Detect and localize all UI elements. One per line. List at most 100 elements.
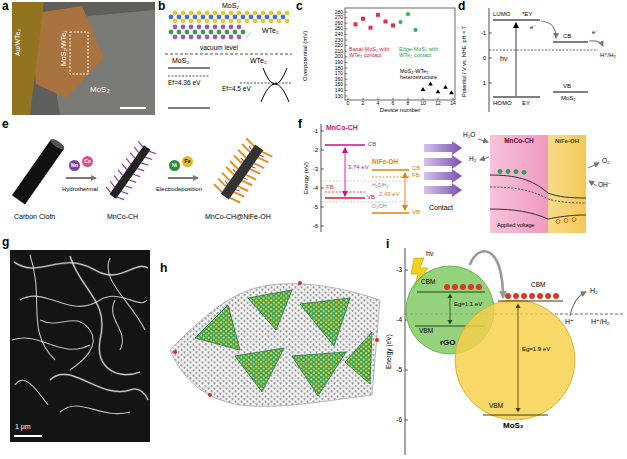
figure-line bbox=[141, 161, 148, 167]
figure-circle bbox=[537, 293, 543, 299]
tick-label: -5 bbox=[396, 367, 402, 374]
tick-label: 160 bbox=[335, 77, 343, 82]
figure-line bbox=[489, 33, 492, 34]
atom bbox=[273, 15, 278, 20]
figure-rect bbox=[221, 145, 264, 200]
node-text: VBM bbox=[489, 403, 503, 410]
figure-path bbox=[15, 380, 48, 405]
figure-line bbox=[322, 202, 409, 203]
atom bbox=[181, 11, 186, 16]
figure-circle bbox=[529, 293, 535, 299]
figure-line bbox=[588, 163, 599, 168]
photo-label: Au/WTe₂ bbox=[14, 28, 21, 55]
level-label: H⁺/H₂ bbox=[591, 318, 609, 325]
tick-label: 12 bbox=[435, 101, 441, 106]
atom bbox=[181, 19, 186, 24]
atom bbox=[269, 19, 274, 24]
node-text: Eg=1.9 eV bbox=[522, 346, 550, 352]
atom bbox=[189, 19, 194, 24]
figure-line bbox=[129, 153, 136, 159]
atom bbox=[213, 19, 218, 24]
node-text: MnCo-CH bbox=[504, 138, 534, 145]
figure-polygon bbox=[449, 90, 454, 94]
atom bbox=[249, 15, 254, 20]
tick-label: -2 bbox=[313, 147, 318, 153]
atom bbox=[221, 11, 226, 16]
tick-mark bbox=[345, 73, 348, 74]
figure-path bbox=[589, 41, 603, 46]
node-shape bbox=[548, 135, 586, 233]
tick-label: 180 bbox=[335, 66, 343, 71]
node-text: CBM bbox=[421, 279, 435, 286]
figure-line bbox=[262, 150, 272, 158]
level-label: e⁻ bbox=[592, 29, 599, 35]
atom bbox=[269, 11, 274, 16]
atom bbox=[237, 25, 242, 30]
tick-label: 130 bbox=[335, 94, 343, 99]
figure-g bbox=[104, 141, 156, 203]
tick-mark bbox=[423, 98, 424, 101]
atom bbox=[197, 11, 202, 16]
figure-path bbox=[263, 68, 287, 84]
atom bbox=[197, 35, 202, 40]
atom bbox=[173, 35, 178, 40]
figure-line bbox=[325, 197, 365, 198]
atom bbox=[173, 19, 178, 24]
tick-label: -3 bbox=[313, 166, 318, 172]
panel-letter: g bbox=[2, 236, 9, 248]
figure-path bbox=[548, 199, 586, 203]
tick-label: 280 bbox=[335, 10, 343, 15]
figure-line bbox=[221, 173, 231, 181]
tick-mark bbox=[345, 17, 348, 18]
figure-circle bbox=[513, 293, 519, 299]
photo-label: MoS₂/WTe₂ bbox=[60, 30, 67, 66]
figure-g bbox=[345, 12, 453, 100]
tick-mark bbox=[345, 23, 348, 24]
figure-line bbox=[489, 50, 598, 51]
figure-polygon bbox=[421, 87, 426, 91]
atom bbox=[277, 19, 282, 24]
figure-circle bbox=[572, 218, 576, 222]
figure-path bbox=[12, 338, 90, 349]
figure-ellipse bbox=[49, 137, 66, 151]
figure-line bbox=[252, 166, 256, 169]
atom bbox=[217, 30, 222, 35]
material-band: NiFe-OH bbox=[548, 135, 586, 233]
figure-line bbox=[372, 177, 409, 178]
figure-line bbox=[321, 226, 324, 227]
atom bbox=[209, 30, 214, 35]
figure-path bbox=[50, 374, 148, 400]
figure-line bbox=[168, 108, 210, 109]
band-label: Ef=4.36 eV bbox=[168, 80, 200, 87]
figure-line bbox=[325, 192, 365, 193]
atom bbox=[177, 15, 182, 20]
figure-line bbox=[493, 96, 540, 97]
step-label: Hydrothermal bbox=[62, 186, 98, 192]
level-label: EY bbox=[522, 100, 530, 106]
figure-rect bbox=[354, 22, 358, 26]
figure-line bbox=[325, 144, 365, 145]
atom bbox=[229, 25, 234, 30]
figure-polygon bbox=[345, 332, 372, 384]
tick-label: 220 bbox=[335, 43, 343, 48]
tick-mark bbox=[345, 96, 348, 97]
figure-path bbox=[70, 256, 140, 375]
figure-line bbox=[493, 19, 540, 20]
photo-label: MoS₂ bbox=[90, 86, 110, 94]
figure-line bbox=[229, 161, 239, 169]
ion-icon: Mn bbox=[69, 160, 80, 171]
level-label: HOMO bbox=[493, 100, 512, 106]
level-label: CB bbox=[563, 33, 571, 39]
figure-g bbox=[424, 141, 462, 197]
synthesis-scheme bbox=[12, 137, 272, 206]
figure-line bbox=[245, 138, 255, 146]
tick-mark bbox=[345, 40, 348, 41]
figure-rect bbox=[384, 20, 388, 24]
figure-g bbox=[12, 137, 66, 204]
figure-path bbox=[490, 209, 548, 219]
atom bbox=[209, 15, 214, 20]
panel-letter: c bbox=[296, 0, 303, 12]
atom bbox=[217, 15, 222, 20]
tick-label: 4 bbox=[377, 101, 380, 106]
figure-path bbox=[490, 187, 548, 199]
